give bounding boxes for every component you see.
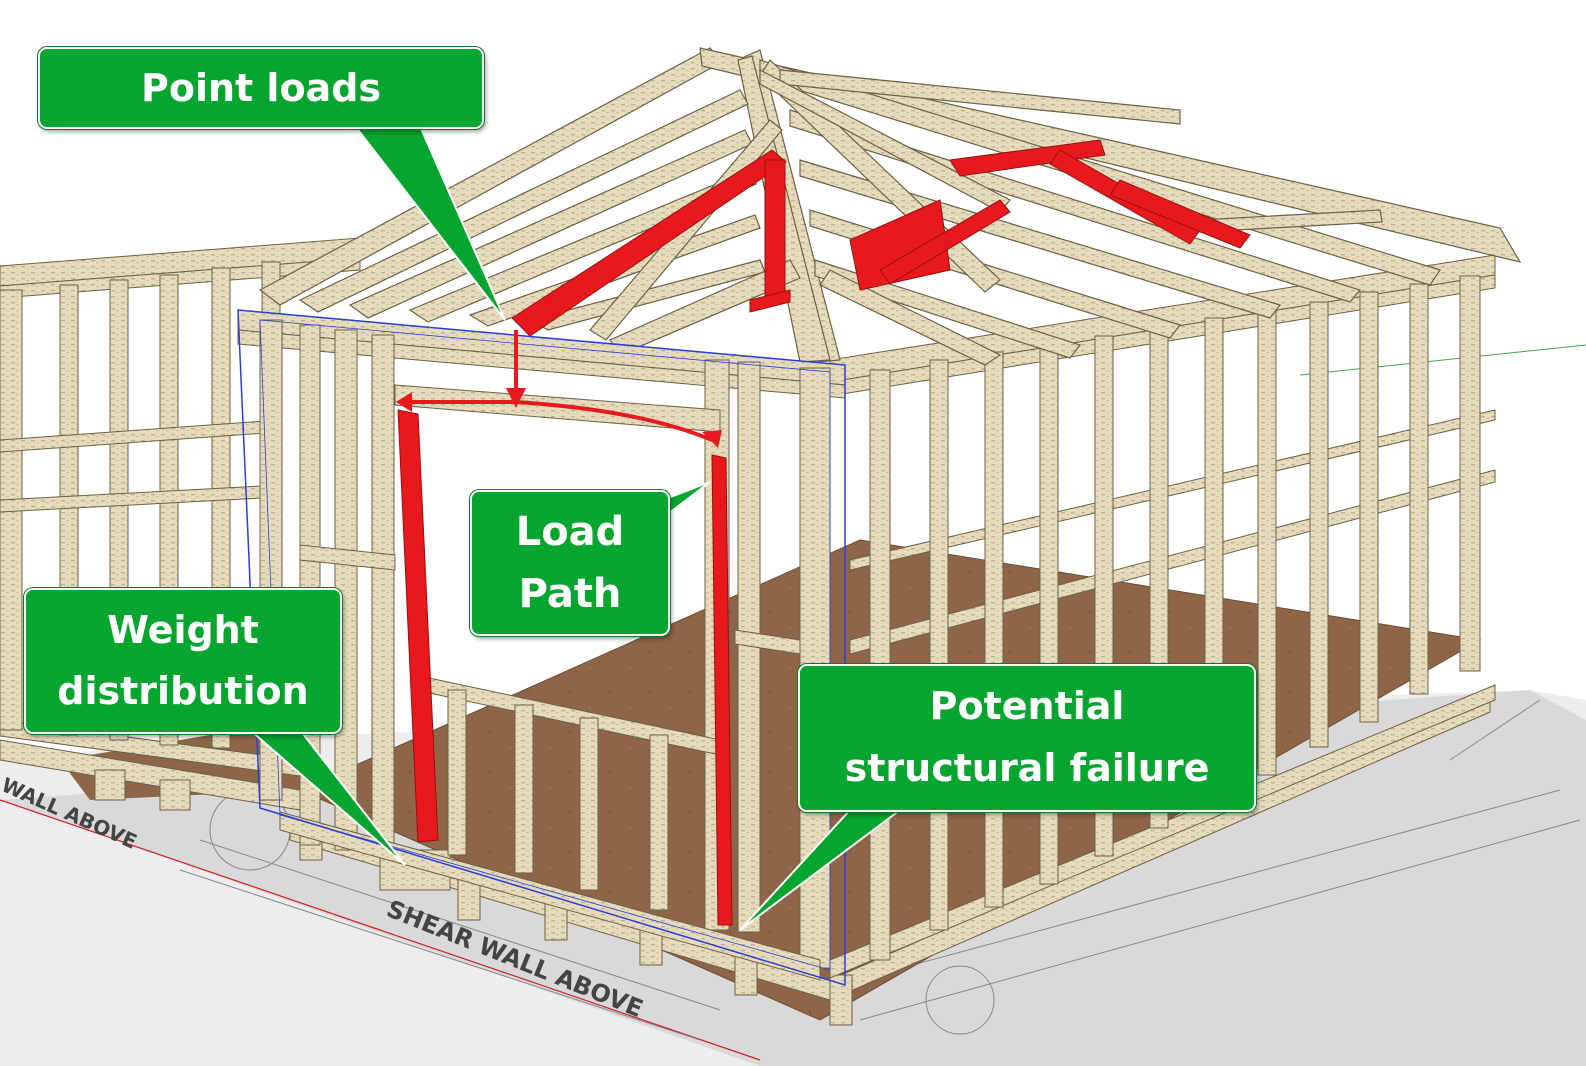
callout-weight-distribution-line1: Weight xyxy=(107,608,259,653)
callout-load-path: Load Path xyxy=(470,490,670,636)
load-path-studs xyxy=(397,409,733,926)
callout-structural-failure: Potential structural failure xyxy=(798,664,1256,812)
roof-load-path-members xyxy=(511,139,1251,337)
callout-weight-distribution: Weight distribution xyxy=(24,588,342,734)
callout-weight-distribution-line2: distribution xyxy=(57,669,309,713)
callout-structural-failure-line2: structural failure xyxy=(844,746,1210,790)
right-side-wall xyxy=(829,254,1496,979)
callout-structural-failure-line1: Potential xyxy=(929,684,1125,729)
load-path-arrows xyxy=(410,330,713,442)
callout-load-path-line1: Load xyxy=(515,509,625,555)
load-path-arrowheads xyxy=(396,388,722,448)
callout-load-path-line2: Path xyxy=(518,571,622,617)
callout-point-loads: Point loads xyxy=(38,47,484,129)
callout-point-loads-text: Point loads xyxy=(140,65,382,110)
